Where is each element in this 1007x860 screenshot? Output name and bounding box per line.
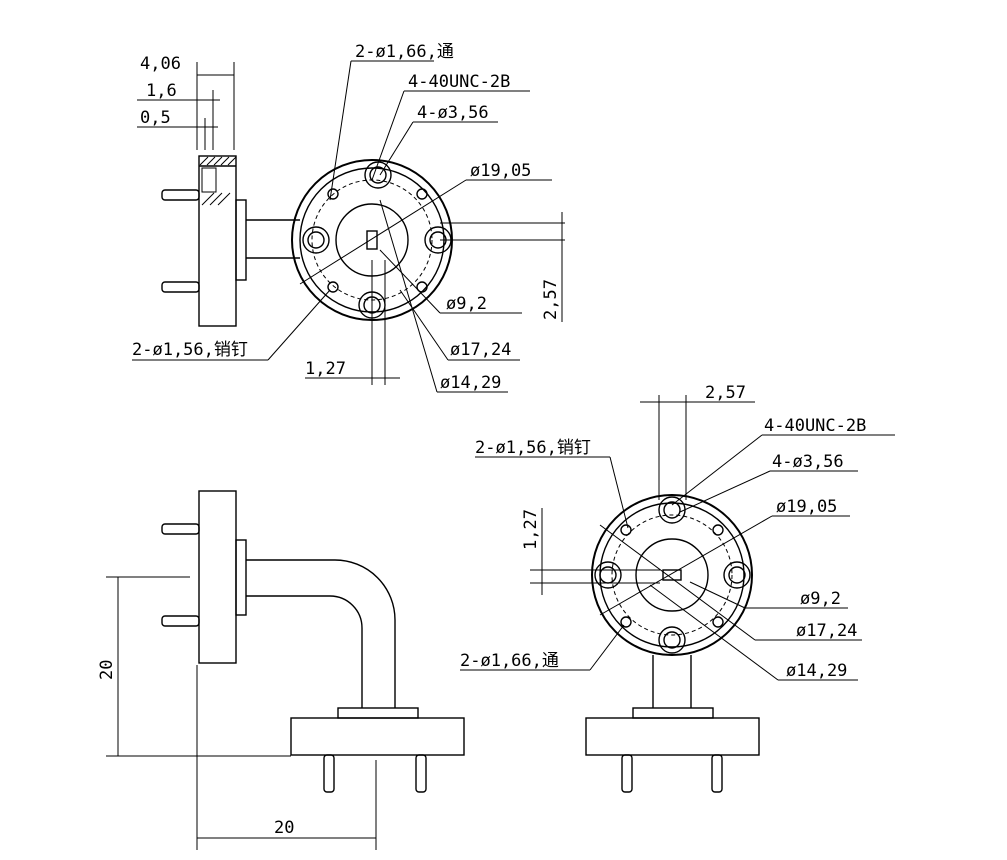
dim-0-5-label: 0,5: [140, 108, 171, 128]
end-hole-4-356-label: 4-ø3,56: [772, 452, 844, 472]
dim-20-horizontal-label: 20: [274, 818, 294, 838]
end-pin-2-156-label: 2-ø1,56,销钉: [475, 438, 591, 458]
thread-label: 4-40UNC-2B: [408, 72, 510, 92]
dia-17-24-label: ø17,24: [450, 340, 511, 360]
end-view: 2,57 4-40UNC-2B 2-ø1,56,销钉 4-ø3,56 1,27 …: [460, 383, 895, 793]
side-bend-view: 20 20: [97, 490, 465, 850]
dia-9-2-label: ø9,2: [446, 294, 487, 314]
pin-2-156-label: 2-ø1,56,销钉: [132, 340, 248, 360]
end-thread-label: 4-40UNC-2B: [764, 416, 866, 436]
dia-19-05-label: ø19,05: [470, 161, 531, 181]
hole-4-356-label: 4-ø3,56: [417, 103, 489, 123]
dim-1-6-label: 1,6: [146, 81, 177, 101]
dim-1-27-label: 1,27: [305, 359, 346, 379]
dim-4-06-label: 4,06: [140, 54, 181, 74]
end-hole-2-166-label: 2-ø1,66,通: [460, 651, 559, 671]
hole-2-166-label: 2-ø1,66,通: [355, 42, 454, 62]
end-dim-1-27-label: 1,27: [521, 509, 541, 550]
dim-2-57-label: 2,57: [541, 279, 561, 320]
end-dia-9-2-label: ø9,2: [800, 589, 841, 609]
dia-14-29-label: ø14,29: [440, 373, 501, 393]
dim-20-vertical-label: 20: [97, 660, 117, 680]
top-flange-view: 4,06 1,6 0,5 2-ø1,66,通 4-40UNC-2B 4-ø3,5…: [132, 42, 565, 393]
end-dia-17-24-label: ø17,24: [796, 621, 857, 641]
end-dia-14-29-label: ø14,29: [786, 661, 847, 681]
end-dim-2-57-label: 2,57: [705, 383, 746, 403]
end-dia-19-05-label: ø19,05: [776, 497, 837, 517]
